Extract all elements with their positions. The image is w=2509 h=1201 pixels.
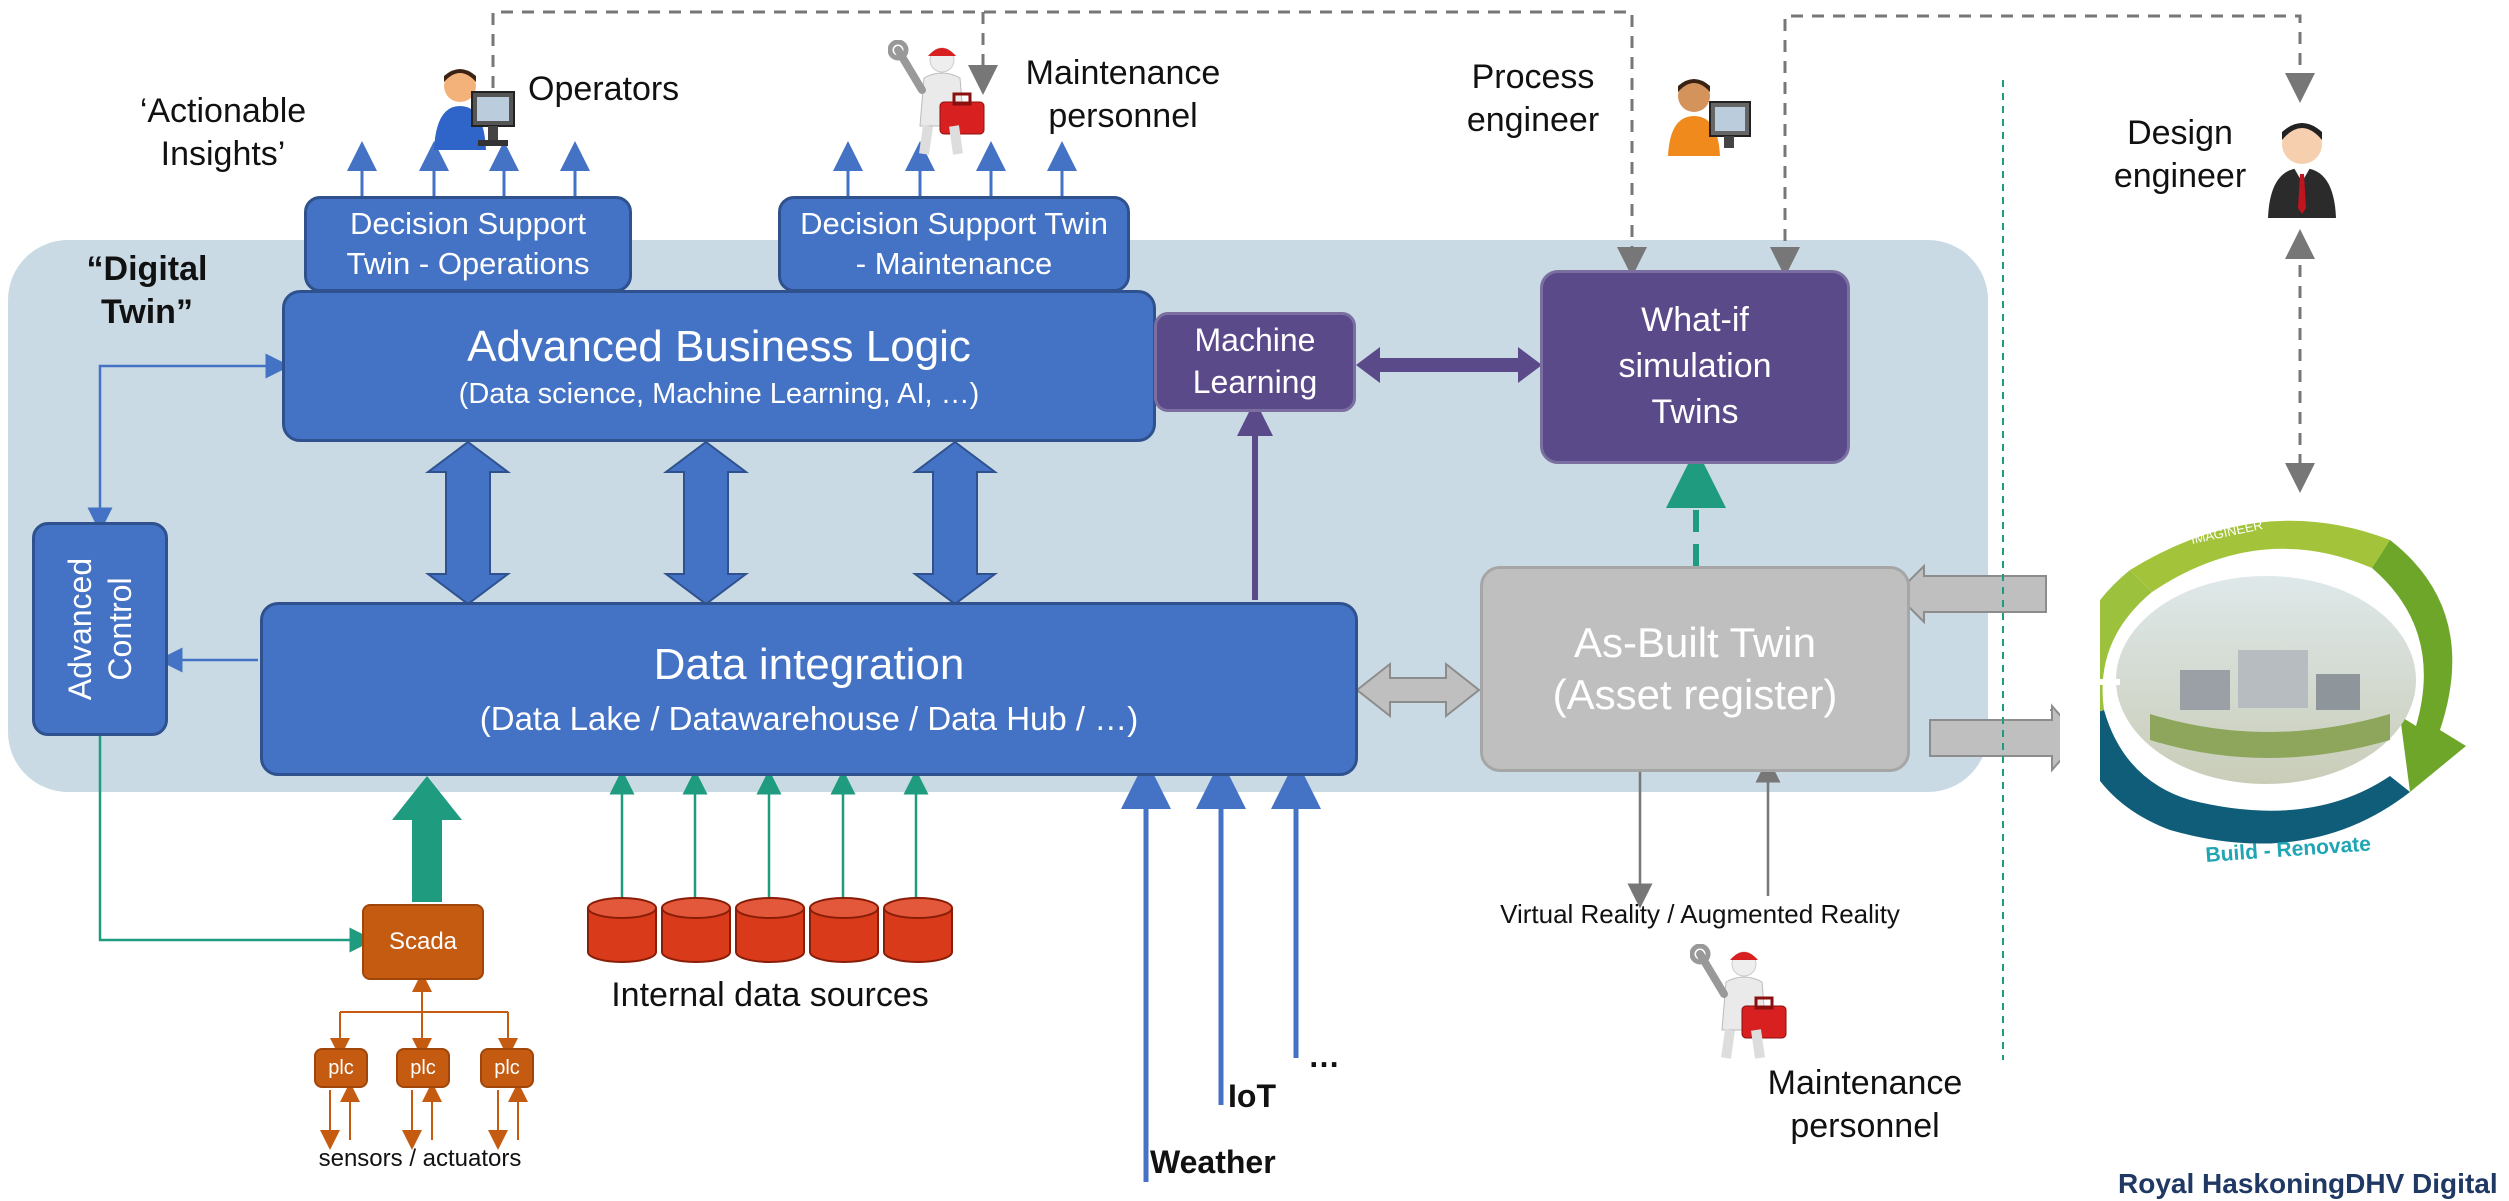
database-icon [883,897,953,963]
control-to-scada-line [98,736,375,953]
plc-label: plc [328,1056,354,1079]
advanced-business-logic-box: Advanced Business Logic (Data science, M… [282,290,1156,442]
plc-sensor-lines [320,1082,528,1150]
scada-label: Scada [388,928,458,955]
as-built-twin-subtitle: (Asset register) [1552,671,1838,718]
data-integration-box: Data integration (Data Lake / Datawareho… [260,602,1358,776]
as-built-twin-title: As-Built Twin [1574,619,1816,666]
plc-label: plc [410,1056,436,1079]
digital-twin-label: “Digital Twin” [86,250,208,331]
cycle-ring-build [2072,710,2410,844]
advanced-control-box[interactable]: Advanced Control [32,522,168,736]
database-icon [735,897,805,963]
advanced-business-logic-subtitle: (Data science, Machine Learning, AI, …) [458,377,980,410]
internal-data-sources-label: Internal data sources [611,976,929,1014]
plc-label: plc [494,1056,520,1079]
weather-label: Weather [1150,1144,1276,1180]
cycle-ring-design [2372,540,2466,792]
process-engineer-label: Process engineer [1466,58,1600,139]
database-icon [809,897,879,963]
decision-support-maintenance-label: Decision Support Twin - Maintenance [800,205,1108,281]
vr-ar-label: Virtual Reality / Augmented Reality [1500,899,1900,929]
ml-whatif-double-arrow [1356,347,1542,383]
operator-person-icon [434,69,515,150]
machine-learning-box: Machine Learning [1154,312,1356,412]
vr-ar-arrows [1627,757,1781,909]
decision-support-operations-box: Decision Support Twin - Operations [304,196,632,292]
cycle-to-asbuilt-arrow [1894,563,2047,625]
data-integration-title: Data integration [653,640,965,689]
maintenance-person-icon [888,40,985,155]
advanced-control-label: Advanced Control [62,557,138,701]
advanced-business-logic-title: Advanced Business Logic [467,321,971,371]
what-if-simulation-label: What-if simulation Twins [1618,301,1772,431]
plc-box: plc [314,1048,368,1088]
maintenance-personnel-bottom-label: Maintenance personnel [1767,1064,1963,1145]
plc-box: plc [480,1048,534,1088]
cycle-ring-imagineer [2130,520,2390,592]
asbuilt-to-cycle-arrow [1929,703,2082,773]
database-icon [661,897,731,963]
actionable-insights-label: ‘Actionable Insights’ [139,92,307,173]
advanced-control-connectors [87,353,291,673]
scada-plc-lines [330,972,518,1058]
as-built-twin-box: As-Built Twin (Asset register) [1480,566,1910,772]
big-double-arrows [425,440,998,606]
design-engineer-person-icon [2268,123,2336,218]
process-engineer-person-icon [1668,79,1751,156]
insight-arrows [347,141,1077,196]
maintenance-person-bottom-icon [1690,944,1787,1059]
maintenance-personnel-top-label: Maintenance personnel [1025,54,1221,135]
lifecycle-graphic: IMAGINEER DESIGN/ENGINEER BUILD Build - … [2060,517,2480,867]
iot-label: IoT [1228,1078,1276,1114]
external-stream-arrows [1121,759,1321,1182]
dashed-feedback-lines [491,10,2315,493]
decision-support-maintenance-box: Decision Support Twin - Maintenance [778,196,1130,292]
what-if-simulation-box: What-if simulation Twins [1540,270,1850,464]
decision-support-operations-label: Decision Support Twin - Operations [346,205,590,281]
scada-thick-arrow [392,776,462,902]
scada-box: Scada [362,904,484,980]
data-asbuilt-double-arrow [1355,661,1481,719]
plc-box: plc [396,1048,450,1088]
database-icon [587,897,657,963]
design-engineer-label: Design engineer [2113,114,2247,195]
operators-label: Operators [528,70,680,108]
machine-learning-label: Machine Learning [1192,322,1318,400]
ellipsis-label: … [1308,1038,1340,1074]
footer-brand-label: Royal HaskoningDHV Digital [2118,1168,2498,1199]
internal-source-arrows [609,769,929,900]
data-integration-subtitle: (Data Lake / Datawarehouse / Data Hub / … [479,700,1139,737]
internal-data-sources-icons [587,897,953,963]
sensors-actuators-label: sensors / actuators [318,1145,522,1172]
